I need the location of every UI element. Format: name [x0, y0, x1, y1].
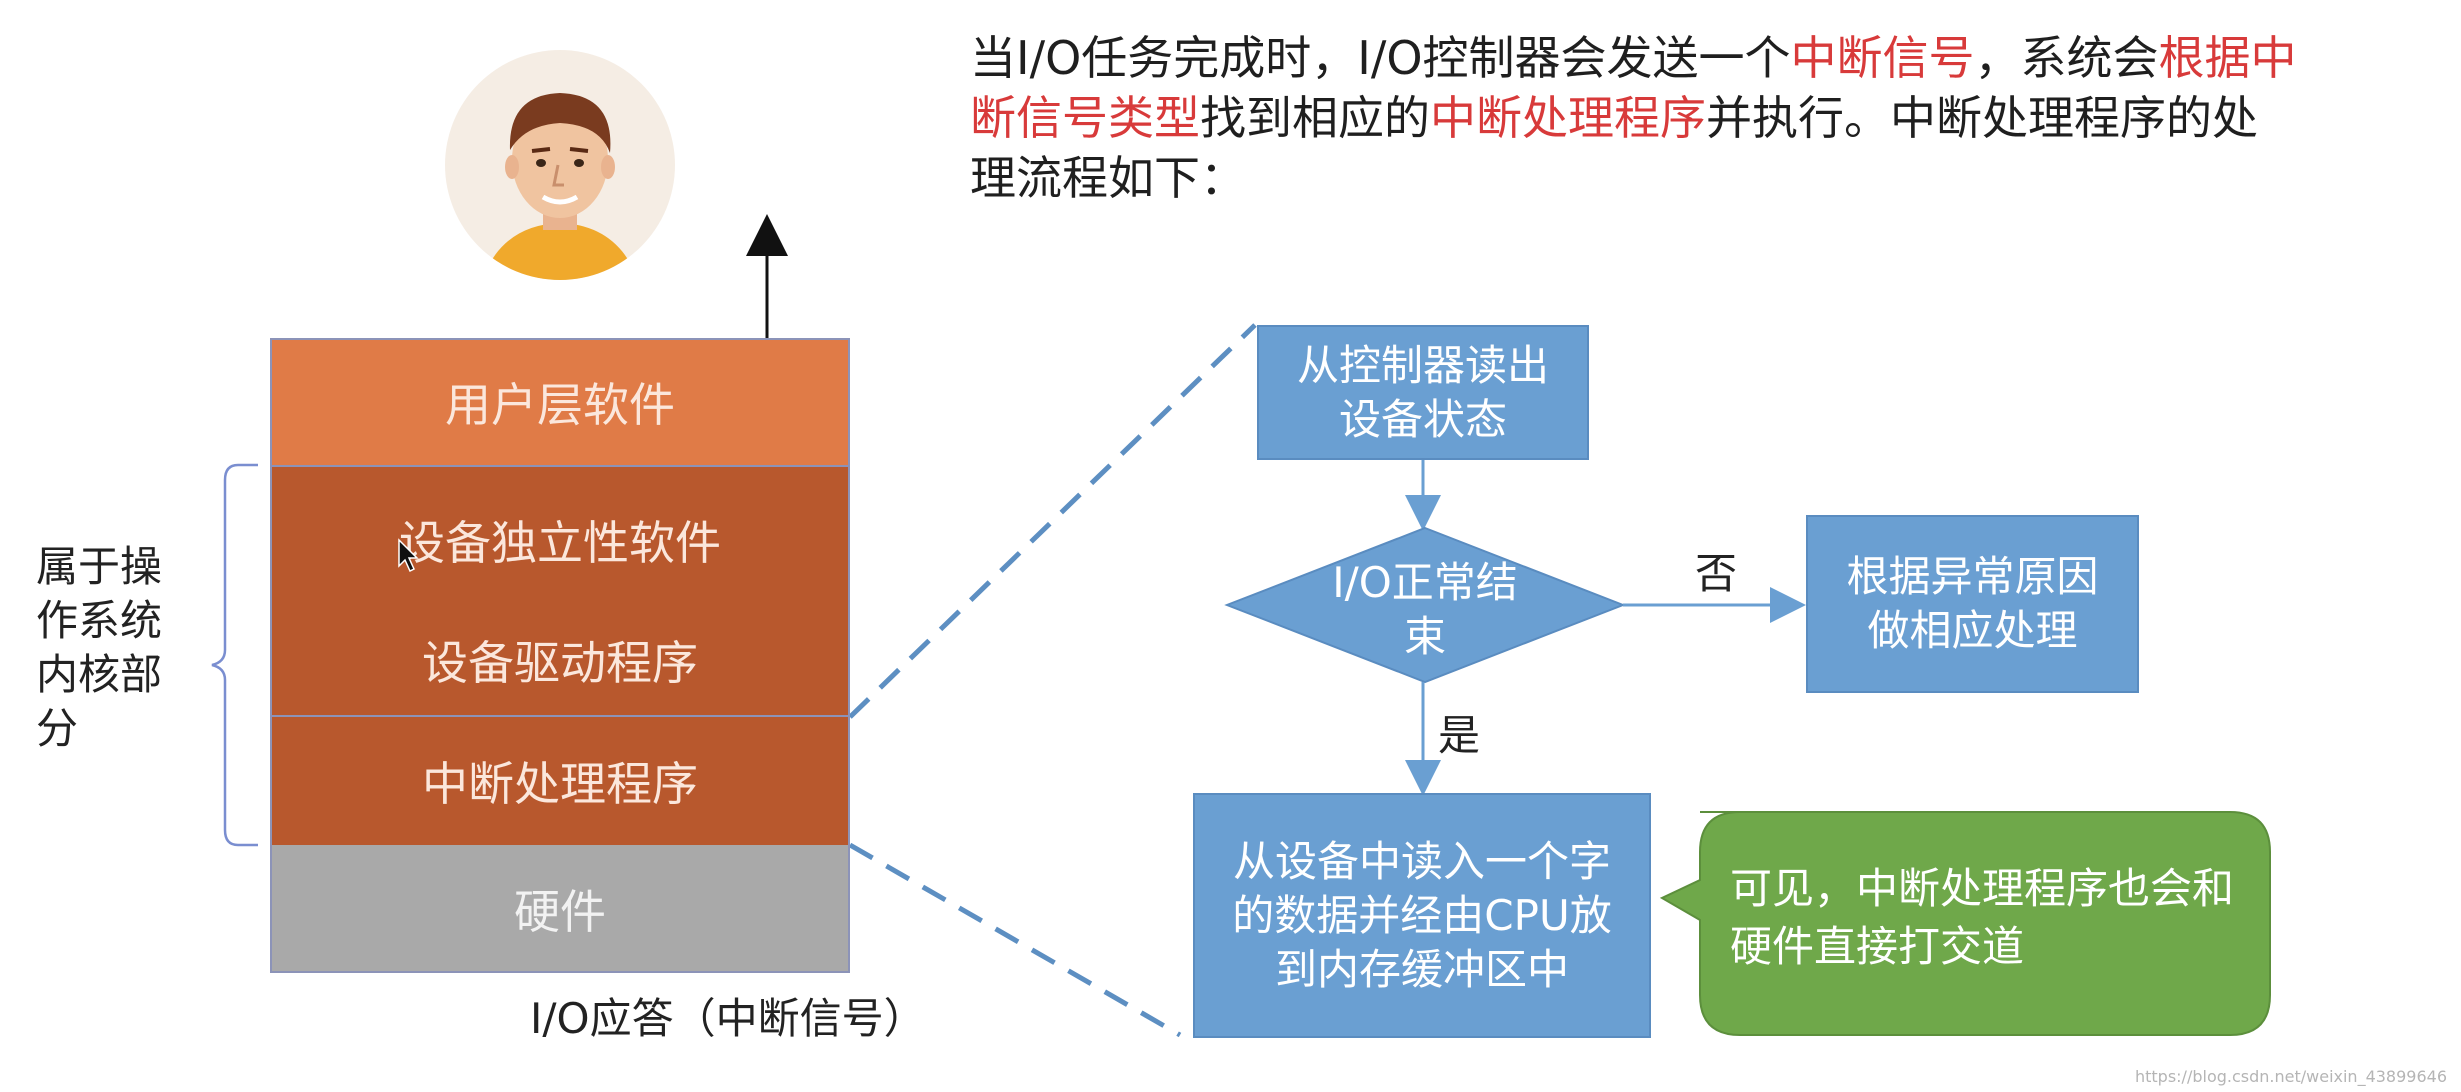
watermark: https://blog.csdn.net/weixin_43899646 — [2134, 1067, 2447, 1086]
kernel-brace — [211, 463, 258, 847]
layer-device-independent-label: 设备独立性软件 — [399, 516, 721, 570]
io-response-label: I/O应答（中断信号） — [530, 994, 926, 1043]
layer-device-driver-label: 设备驱动程序 — [422, 636, 698, 690]
decision-diamond — [1224, 526, 1626, 684]
flow-exception-box: 根据异常原因做相应处理 — [1806, 515, 2139, 693]
intro-highlight: 中断处理程序 — [1430, 91, 1706, 145]
layer-user-software: 用户层软件 — [270, 338, 850, 465]
person-avatar-icon — [445, 50, 675, 280]
intro-segment: 并执行。中断处理程序的处理流程如下： — [970, 91, 2258, 205]
mouse-pointer-icon — [398, 538, 419, 573]
intro-highlight: 中断信号 — [1790, 31, 1975, 85]
kernel-side-label: 属于操作系统内核部分 — [36, 542, 163, 753]
flow-read-data-box: 从设备中读入一个字的数据并经由CPU放到内存缓冲区中 — [1193, 793, 1651, 1038]
callout-text: 可见，中断处理程序也会和硬件直接打交道 — [1730, 864, 2235, 971]
intro-segment: ，系统会 — [1974, 31, 2159, 85]
flow-yes-label: 是 — [1438, 711, 1481, 760]
intro-highlight: 根据中断信号类型 — [970, 31, 2297, 145]
layer-user-label: 用户层软件 — [445, 377, 675, 432]
flow-decision-label: I/O正常结束 — [1332, 558, 1518, 661]
flow-read-status-box: 从控制器读出设备状态 — [1257, 325, 1589, 460]
flow-read-status-label: 从控制器读出设备状态 — [1296, 340, 1549, 444]
layer-interrupt-handler-label: 中断处理程序 — [422, 757, 698, 811]
intro-segment: 当I/O任务完成时，I/O控制器会发送一个 — [970, 31, 1791, 85]
layer-hardware-label: 硬件 — [514, 885, 606, 939]
intro-segment: 找到相应的 — [1200, 91, 1430, 145]
flow-exception-label: 根据异常原因做相应处理 — [1846, 552, 2099, 655]
layer-interrupt-handler: 中断处理程序 — [270, 717, 850, 845]
flow-no-label: 否 — [1695, 549, 1738, 598]
zoom-line-bottom — [848, 842, 1182, 1038]
layer-device-software: 设备独立性软件 设备驱动程序 — [270, 465, 850, 717]
layer-hardware: 硬件 — [270, 845, 850, 973]
zoom-line-top — [848, 323, 1257, 719]
callout-bubble — [1659, 811, 2271, 1036]
intro-paragraph: 当I/O任务完成时，I/O控制器会发送一个中断信号，系统会根据中断信号类型找到相… — [970, 28, 2300, 208]
flow-read-data-label: 从设备中读入一个字的数据并经由CPU放到内存缓冲区中 — [1232, 836, 1612, 994]
flow-decision: I/O正常结束 — [1225, 540, 1625, 680]
